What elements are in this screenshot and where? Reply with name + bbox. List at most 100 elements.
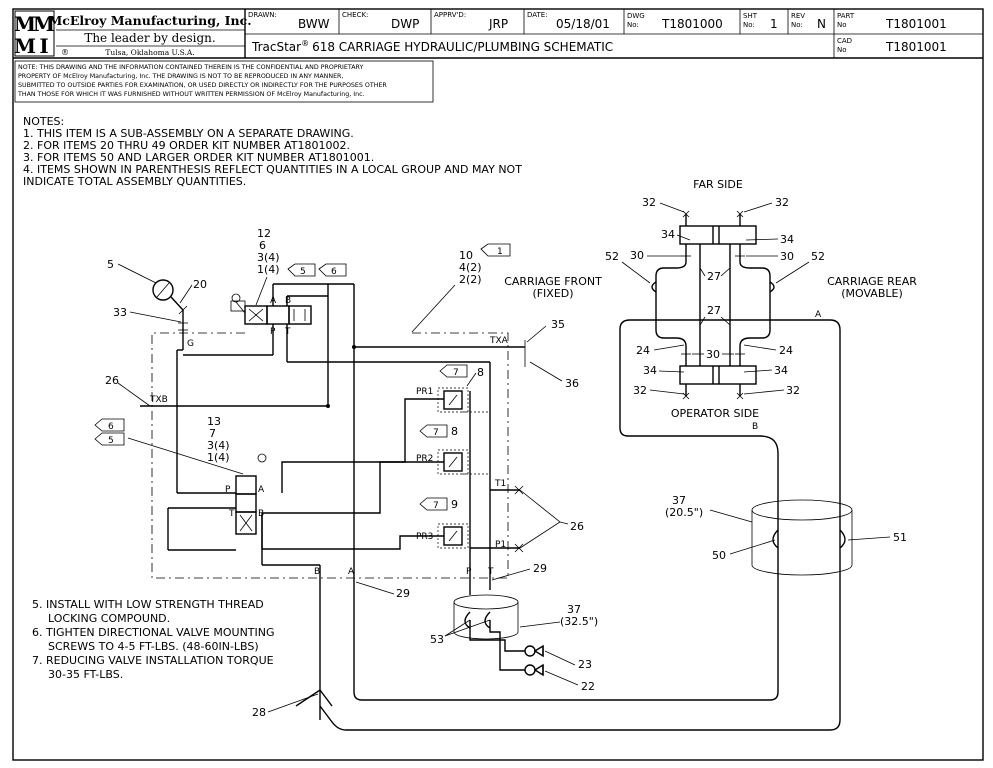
svg-text:No:: No: bbox=[627, 21, 639, 29]
svg-text:13: 13 bbox=[207, 415, 221, 428]
svg-text:(FIXED): (FIXED) bbox=[532, 287, 573, 300]
svg-text:29: 29 bbox=[396, 587, 410, 600]
quick-coupler-22-icon bbox=[524, 663, 544, 677]
mcelroy-logo: M M M I bbox=[14, 10, 55, 58]
sheet-label: SHT bbox=[743, 12, 758, 20]
svg-text:A: A bbox=[815, 310, 822, 320]
hose-routing: 37 (32.5") 53 23 22 28 37 (20.5") 50 51 bbox=[252, 319, 907, 731]
company-slogan: The leader by design. bbox=[84, 31, 215, 45]
svg-text:7. REDUCING VALVE INSTALLATION: 7. REDUCING VALVE INSTALLATION TORQUE bbox=[32, 654, 274, 667]
svg-text:No: No bbox=[837, 21, 847, 29]
svg-text:4. ITEMS SHOWN IN PARENTHESIS: 4. ITEMS SHOWN IN PARENTHESIS REFLECT QU… bbox=[23, 163, 522, 176]
svg-text:22: 22 bbox=[581, 680, 595, 693]
svg-text:PR2: PR2 bbox=[416, 454, 433, 464]
company-name: McElroy Manufacturing, Inc. bbox=[48, 13, 251, 28]
manifold-boundary bbox=[151, 332, 509, 579]
svg-text:34: 34 bbox=[780, 233, 794, 246]
apprvd-label: APPRV'D: bbox=[434, 11, 466, 19]
rev-label: REV bbox=[791, 12, 805, 20]
svg-text:23: 23 bbox=[578, 658, 592, 671]
confidential-notice: NOTE: THIS DRAWING AND THE INFORMATION C… bbox=[14, 60, 434, 103]
general-notes: NOTES: 1. THIS ITEM IS A SUB-ASSEMBLY ON… bbox=[23, 115, 522, 188]
svg-text:B: B bbox=[285, 296, 291, 306]
svg-text:26: 26 bbox=[570, 520, 584, 533]
svg-text:35: 35 bbox=[551, 318, 565, 331]
svg-text:52: 52 bbox=[811, 250, 825, 263]
svg-text:32: 32 bbox=[633, 384, 647, 397]
svg-text:52: 52 bbox=[605, 250, 619, 263]
date-label: DATE: bbox=[527, 11, 548, 19]
carriage-rear-label: CARRIAGE REAR bbox=[827, 275, 917, 288]
dwg-label: DWG bbox=[627, 12, 645, 20]
svg-text:30: 30 bbox=[630, 249, 644, 262]
carriage-cylinders: FAR SIDE OPERATOR SIDE CARRIAGE FRONT (F… bbox=[504, 178, 917, 432]
solenoid-bottom-icon bbox=[257, 453, 267, 463]
svg-text:5: 5 bbox=[107, 258, 114, 271]
svg-text:3. FOR ITEMS 50 AND LARGER ORD: 3. FOR ITEMS 50 AND LARGER ORDER KIT NUM… bbox=[23, 151, 374, 164]
svg-text:NOTES:: NOTES: bbox=[23, 115, 64, 128]
svg-text:P: P bbox=[225, 485, 231, 495]
svg-text:6. TIGHTEN DIRECTIONAL VALVE M: 6. TIGHTEN DIRECTIONAL VALVE MOUNTING bbox=[32, 626, 275, 639]
date-value: 05/18/01 bbox=[556, 17, 610, 31]
svg-text:9: 9 bbox=[451, 498, 458, 511]
drawing-title: TracStar®618 CARRIAGE HYDRAULIC/PLUMBING… bbox=[251, 39, 613, 54]
svg-text:32: 32 bbox=[775, 196, 789, 209]
svg-text:No:: No: bbox=[791, 21, 803, 29]
far-side-label: FAR SIDE bbox=[693, 178, 743, 191]
svg-text:10: 10 bbox=[459, 249, 473, 262]
svg-text:A: A bbox=[348, 567, 355, 577]
svg-text:6: 6 bbox=[331, 267, 337, 277]
svg-text:8: 8 bbox=[477, 366, 484, 379]
cylinder-operator-side bbox=[679, 365, 757, 400]
operator-side-label: OPERATOR SIDE bbox=[671, 407, 759, 420]
hose-37-long bbox=[751, 499, 853, 576]
svg-text:1(4): 1(4) bbox=[257, 263, 280, 276]
svg-text:(20.5"): (20.5") bbox=[665, 506, 703, 519]
svg-text:37: 37 bbox=[672, 494, 686, 507]
svg-text:1: 1 bbox=[497, 247, 503, 257]
svg-text:NOTE: THIS DRAWING AND THE INF: NOTE: THIS DRAWING AND THE INFORMATION C… bbox=[18, 64, 364, 71]
svg-text:53: 53 bbox=[430, 633, 444, 646]
svg-text:24: 24 bbox=[636, 344, 650, 357]
rev-value: N bbox=[817, 17, 826, 31]
svg-text:INDICATE TOTAL ASSEMBLY QUANTI: INDICATE TOTAL ASSEMBLY QUANTITIES. bbox=[23, 175, 246, 188]
svg-text:T1: T1 bbox=[494, 479, 506, 489]
svg-text:SCREWS TO 4-5 FT-LBS. (48-60IN: SCREWS TO 4-5 FT-LBS. (48-60IN-LBS) bbox=[48, 640, 259, 653]
svg-text:1. THIS ITEM IS A SUB-ASSEMBLY: 1. THIS ITEM IS A SUB-ASSEMBLY ON A SEPA… bbox=[23, 127, 354, 140]
svg-text:SUBMITTED TO OUTSIDE PARTIES F: SUBMITTED TO OUTSIDE PARTIES FOR EXAMINA… bbox=[18, 82, 387, 89]
svg-text:32: 32 bbox=[642, 196, 656, 209]
svg-text:26: 26 bbox=[105, 374, 119, 387]
directional-valve-bottom: P A T B bbox=[225, 453, 267, 535]
svg-text:No: No bbox=[837, 46, 847, 54]
svg-text:B: B bbox=[752, 422, 758, 432]
svg-text:TXA: TXA bbox=[489, 336, 509, 346]
svg-text:M: M bbox=[33, 12, 55, 36]
svg-text:3(4): 3(4) bbox=[257, 251, 280, 264]
svg-text:5. INSTALL WITH LOW STRENGTH T: 5. INSTALL WITH LOW STRENGTH THREAD bbox=[32, 598, 264, 611]
part-number: T1801001 bbox=[885, 17, 947, 31]
svg-text:29: 29 bbox=[533, 562, 547, 575]
cad-number: T1801001 bbox=[885, 40, 947, 54]
svg-text:I: I bbox=[39, 34, 48, 58]
svg-text:THAN THOSE FOR WHICH IT WAS FU: THAN THOSE FOR WHICH IT WAS FURNISHED WI… bbox=[17, 91, 365, 98]
svg-text:T: T bbox=[228, 509, 235, 519]
svg-text:6: 6 bbox=[259, 239, 266, 252]
svg-text:50: 50 bbox=[712, 549, 726, 562]
registered-mark: ® bbox=[61, 48, 69, 57]
svg-text:30-35 FT-LBS.: 30-35 FT-LBS. bbox=[48, 668, 123, 681]
quick-coupler-23-icon bbox=[524, 644, 544, 658]
svg-text:36: 36 bbox=[565, 377, 579, 390]
svg-text:M: M bbox=[14, 12, 36, 36]
part-label: PART bbox=[837, 12, 855, 20]
svg-text:7: 7 bbox=[433, 428, 439, 438]
main-hose-loop bbox=[319, 319, 841, 731]
company-location: Tulsa, Oklahoma U.S.A. bbox=[105, 48, 194, 57]
svg-text:1(4): 1(4) bbox=[207, 451, 230, 464]
svg-text:LOCKING COMPOUND.: LOCKING COMPOUND. bbox=[48, 612, 170, 625]
drawn-value: BWW bbox=[298, 17, 330, 31]
svg-text:7: 7 bbox=[433, 501, 439, 511]
carriage-front-label: CARRIAGE FRONT bbox=[504, 275, 602, 288]
title-block: M M M I McElroy Manufacturing, Inc. The … bbox=[12, 8, 984, 761]
svg-text:37: 37 bbox=[567, 603, 581, 616]
svg-text:5: 5 bbox=[108, 436, 114, 446]
